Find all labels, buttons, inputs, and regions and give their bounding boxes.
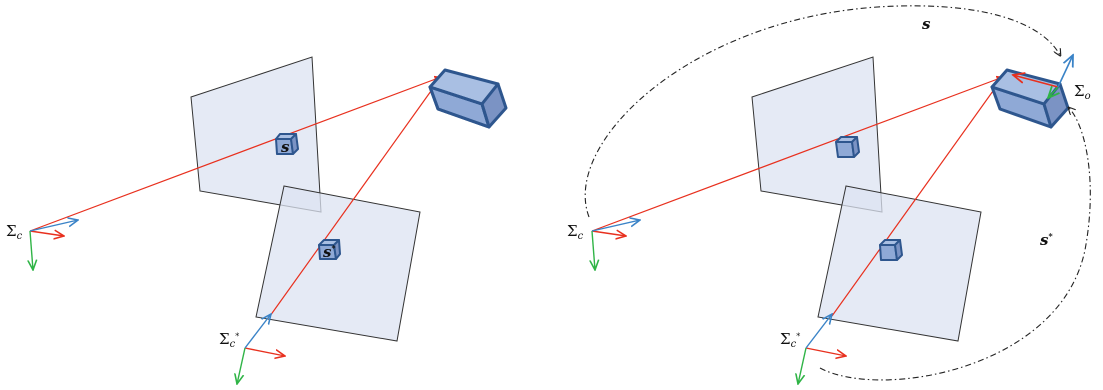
object-cube [428,68,508,129]
ray-camera-to-object-right [591,75,1004,232]
feature-cube-desired-right [879,239,903,261]
right-panel: Σo s s* Σc [567,5,1091,384]
left-panel: s s* Σc Σc* [6,56,508,384]
ray-desired-camera-to-object [269,76,442,317]
image-plane-desired-right [817,185,982,342]
camera-frame-axes [30,220,78,270]
ray-camera-to-object [29,75,442,232]
feature-cube-current [275,133,299,155]
feature-cube-desired [318,239,341,260]
image-plane-current [190,56,322,213]
pose-arc-desired [819,108,1091,381]
desired-camera-frame-label: Σc* [219,330,239,350]
camera-frame-label: Σc [6,222,23,242]
object-frame-label: Σo [1074,82,1091,102]
pose-label-s: s [922,15,931,33]
ray-desired-camera-to-object-right [831,76,1004,317]
feature-cube-current-right [835,136,860,158]
object-frame-axes [1013,55,1073,98]
feature-label-s-star: s* [323,243,336,261]
pose-label-s-star: s* [1040,231,1053,249]
camera-frame-axes-right [592,220,640,270]
desired-camera-frame-axes-right [798,314,846,384]
feature-label-s: s [281,138,290,156]
desired-camera-frame-label-right: Σc* [780,330,800,350]
pose-arc-current [584,5,1060,218]
object-cube-right [990,68,1070,129]
desired-camera-frame-axes [237,314,285,384]
image-plane-desired [255,185,421,342]
camera-frame-label-right: Σc [567,222,584,242]
